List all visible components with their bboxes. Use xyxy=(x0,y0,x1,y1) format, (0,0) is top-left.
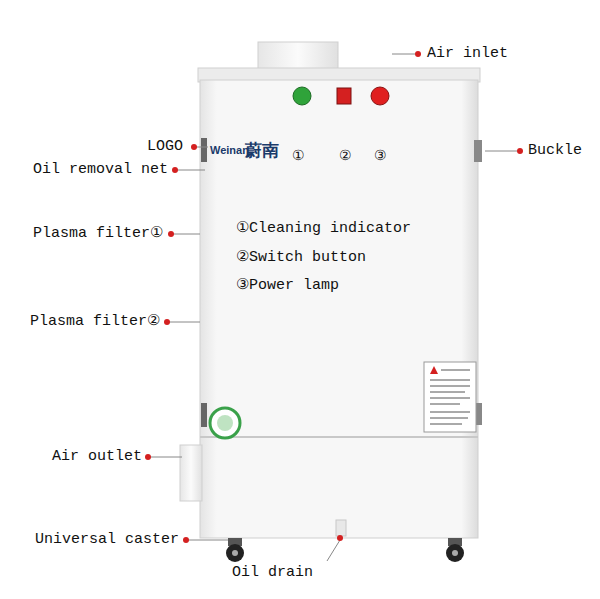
part-label: LOGO xyxy=(147,139,183,156)
legend-note: ③Power lamp xyxy=(236,278,339,295)
callout-number: ② xyxy=(339,149,352,164)
logo-text: 蔚南 xyxy=(245,141,279,160)
part-label: Plasma filter① xyxy=(33,226,163,243)
part-label: Universal caster xyxy=(35,532,179,549)
part-label: Buckle xyxy=(528,143,582,160)
callout-number: ① xyxy=(292,149,305,164)
purifier-housing: Weinan蔚南 ① ② ③ ①Cleaning indicator ②Switch bu… xyxy=(200,70,478,538)
legend-note: ①Cleaning indicator xyxy=(236,221,411,238)
part-label: Oil drain xyxy=(232,565,313,582)
callout-number: ③ xyxy=(374,149,387,164)
logo-text: Weinan xyxy=(210,144,249,156)
legend-note: ②Switch button xyxy=(236,250,366,267)
part-label: Oil removal net xyxy=(33,162,168,179)
part-label: Air inlet xyxy=(427,46,508,63)
part-label: Air outlet xyxy=(52,449,142,466)
part-label: Plasma filter② xyxy=(30,314,160,331)
